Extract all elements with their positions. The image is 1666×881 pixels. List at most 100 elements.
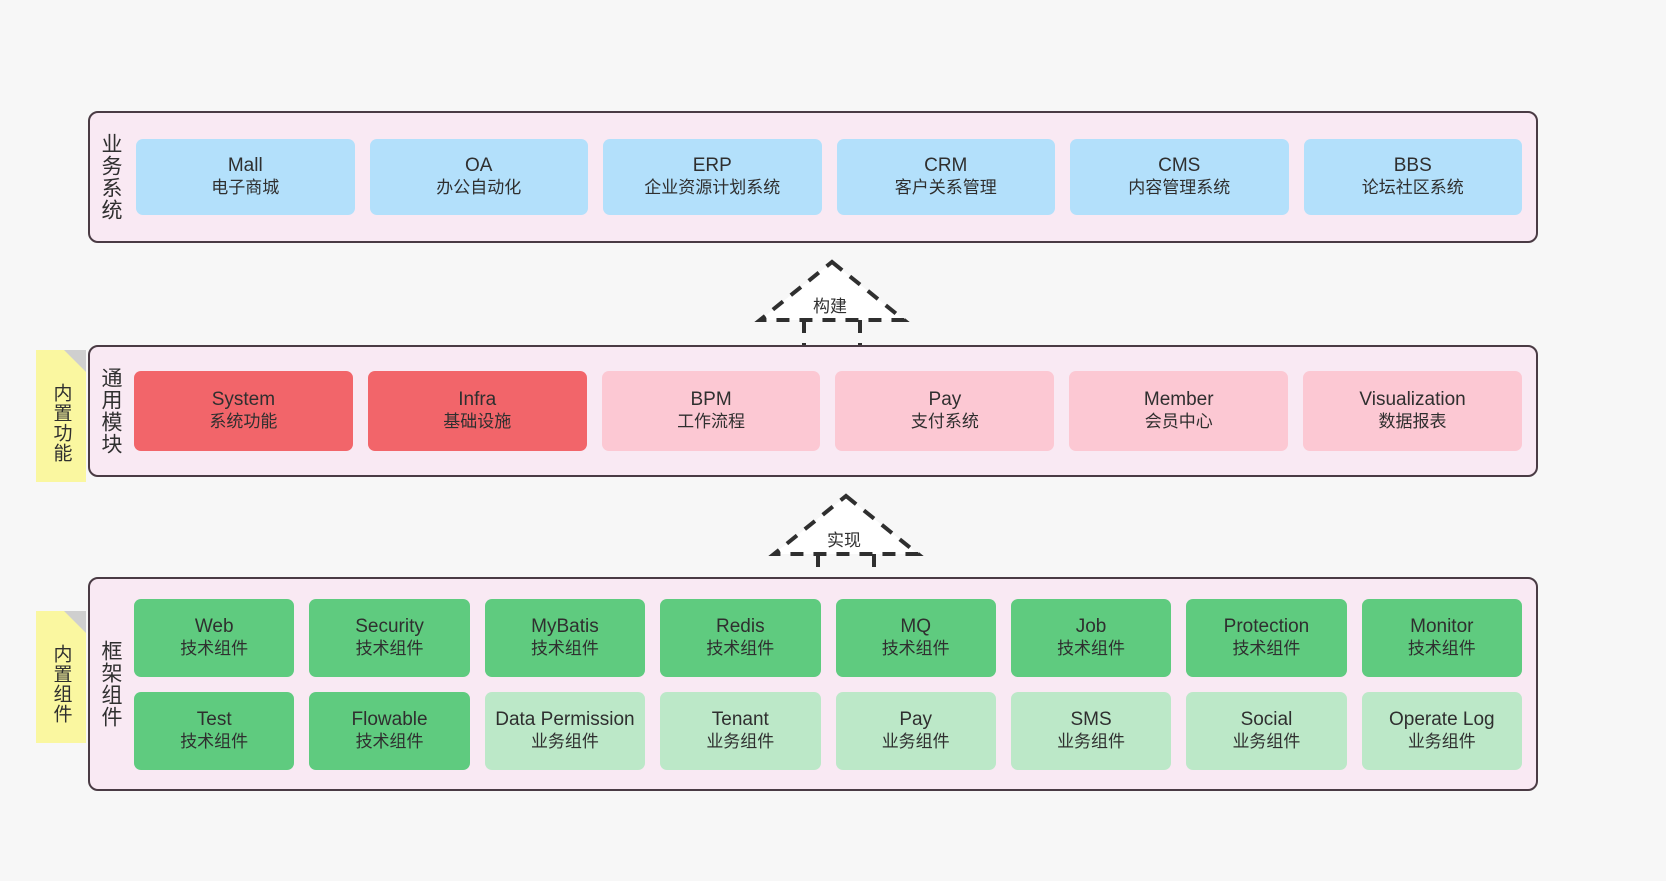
card-title: SMS <box>1070 708 1112 730</box>
card-subtitle: 数据报表 <box>1378 412 1447 432</box>
layer-framework-components: 框架组件 Web 技术组件 Security 技术组件 MyBatis 技术组件… <box>88 577 1538 791</box>
layer-body-business: Mall 电子商城 OA 办公自动化 ERP 企业资源计划系统 CRM 客户关系… <box>130 113 1536 241</box>
card-title: CRM <box>924 155 968 177</box>
layer-title-framework: 框架组件 <box>99 640 123 728</box>
layer-common-modules: 通用模块 System 系统功能 Infra 基础设施 BPM 工作流程 Pay… <box>88 345 1538 477</box>
card-title: Operate Log <box>1388 708 1495 730</box>
card-title: Member <box>1143 389 1214 411</box>
card-subtitle: 支付系统 <box>910 412 979 432</box>
card-title: Pay <box>928 389 962 411</box>
card-subtitle: 技术组件 <box>1407 638 1476 658</box>
card-test[interactable]: Test 技术组件 <box>134 691 295 770</box>
card-title: System <box>211 389 276 411</box>
card-bpm[interactable]: BPM 工作流程 <box>601 371 821 451</box>
card-subtitle: 业务组件 <box>1057 731 1126 751</box>
card-subtitle: 电子商城 <box>211 178 280 198</box>
card-visualization[interactable]: Visualization 数据报表 <box>1303 371 1522 451</box>
card-subtitle: 技术组件 <box>355 638 424 658</box>
card-job[interactable]: Job 技术组件 <box>1010 598 1172 677</box>
card-subtitle: 业务组件 <box>530 731 599 751</box>
card-title: Security <box>355 615 424 637</box>
card-mq[interactable]: MQ 技术组件 <box>835 598 996 677</box>
card-row: System 系统功能 Infra 基础设施 BPM 工作流程 Pay 支付系统… <box>134 371 1522 451</box>
card-title: Redis <box>716 615 765 637</box>
card-pay-business[interactable]: Pay 业务组件 <box>835 691 996 770</box>
card-subtitle: 技术组件 <box>1232 638 1301 658</box>
card-protection[interactable]: Protection 技术组件 <box>1186 598 1347 677</box>
card-title: BPM <box>690 389 732 411</box>
card-tenant[interactable]: Tenant 业务组件 <box>660 691 821 770</box>
card-subtitle: 技术组件 <box>881 638 950 658</box>
note-label: 内置功能 <box>50 383 72 463</box>
note-label: 内置组件 <box>50 644 72 724</box>
card-subtitle: 业务组件 <box>706 731 775 751</box>
card-subtitle: 技术组件 <box>1057 638 1126 658</box>
card-subtitle: 技术组件 <box>355 731 424 751</box>
card-title: Job <box>1075 615 1107 637</box>
layer-body-common: System 系统功能 Infra 基础设施 BPM 工作流程 Pay 支付系统… <box>130 347 1536 475</box>
card-redis[interactable]: Redis 技术组件 <box>660 598 821 677</box>
card-subtitle: 技术组件 <box>180 731 249 751</box>
card-social[interactable]: Social 业务组件 <box>1186 691 1347 770</box>
layer-title-business: 业务系统 <box>99 133 123 221</box>
card-web[interactable]: Web 技术组件 <box>134 598 295 677</box>
card-monitor[interactable]: Monitor 技术组件 <box>1361 598 1522 677</box>
card-cms[interactable]: CMS 内容管理系统 <box>1070 139 1289 215</box>
card-data-permission[interactable]: Data Permission 业务组件 <box>484 691 646 770</box>
card-subtitle: 基础设施 <box>443 412 512 432</box>
card-title: Tenant <box>711 708 769 730</box>
card-crm[interactable]: CRM 客户关系管理 <box>836 139 1055 215</box>
card-subtitle: 技术组件 <box>180 638 249 658</box>
card-title: Test <box>196 708 232 730</box>
card-subtitle: 客户关系管理 <box>894 178 997 198</box>
card-flowable[interactable]: Flowable 技术组件 <box>309 691 470 770</box>
card-title: CMS <box>1158 155 1201 177</box>
card-subtitle: 办公自动化 <box>436 178 522 198</box>
card-title: Web <box>194 615 234 637</box>
card-sms[interactable]: SMS 业务组件 <box>1010 691 1172 770</box>
card-subtitle: 系统功能 <box>209 412 278 432</box>
card-title: Data Permission <box>495 708 635 730</box>
card-subtitle: 论坛社区系统 <box>1361 178 1464 198</box>
card-subtitle: 技术组件 <box>706 638 775 658</box>
card-title: Visualization <box>1359 389 1466 411</box>
card-system[interactable]: System 系统功能 <box>134 371 353 451</box>
card-mall[interactable]: Mall 电子商城 <box>136 139 355 215</box>
layer-body-framework: Web 技术组件 Security 技术组件 MyBatis 技术组件 Redi… <box>130 579 1536 789</box>
card-title: OA <box>465 155 493 177</box>
card-bbs[interactable]: BBS 论坛社区系统 <box>1303 139 1522 215</box>
card-row: Test 技术组件 Flowable 技术组件 Data Permission … <box>134 691 1522 770</box>
card-title: BBS <box>1393 155 1432 177</box>
card-subtitle: 业务组件 <box>1407 731 1476 751</box>
card-title: Mall <box>227 155 263 177</box>
card-oa[interactable]: OA 办公自动化 <box>369 139 588 215</box>
card-operate-log[interactable]: Operate Log 业务组件 <box>1361 691 1522 770</box>
card-title: ERP <box>692 155 732 177</box>
card-title: MyBatis <box>531 615 599 637</box>
card-subtitle: 会员中心 <box>1144 412 1213 432</box>
layer-title-common: 通用模块 <box>99 367 123 455</box>
note-builtin-functions: 内置功能 <box>36 350 86 482</box>
card-title: Infra <box>458 389 497 411</box>
card-title: Social <box>1240 708 1293 730</box>
card-subtitle: 业务组件 <box>881 731 950 751</box>
card-title: MQ <box>900 615 931 637</box>
card-subtitle: 工作流程 <box>677 412 746 432</box>
card-title: Flowable <box>351 708 428 730</box>
note-builtin-components: 内置组件 <box>36 611 86 743</box>
card-row: Web 技术组件 Security 技术组件 MyBatis 技术组件 Redi… <box>134 598 1522 677</box>
card-infra[interactable]: Infra 基础设施 <box>367 371 587 451</box>
card-erp[interactable]: ERP 企业资源计划系统 <box>603 139 822 215</box>
card-row: Mall 电子商城 OA 办公自动化 ERP 企业资源计划系统 CRM 客户关系… <box>136 139 1522 215</box>
layer-business-systems: 业务系统 Mall 电子商城 OA 办公自动化 ERP 企业资源计划系统 CRM… <box>88 111 1538 243</box>
card-security[interactable]: Security 技术组件 <box>309 598 470 677</box>
card-member[interactable]: Member 会员中心 <box>1069 371 1289 451</box>
card-mybatis[interactable]: MyBatis 技术组件 <box>484 598 646 677</box>
card-title: Monitor <box>1410 615 1474 637</box>
connector-build-label: 构建 <box>813 297 847 316</box>
card-title: Protection <box>1223 615 1310 637</box>
card-subtitle: 业务组件 <box>1232 731 1301 751</box>
card-pay[interactable]: Pay 支付系统 <box>835 371 1055 451</box>
card-subtitle: 企业资源计划系统 <box>644 178 781 198</box>
